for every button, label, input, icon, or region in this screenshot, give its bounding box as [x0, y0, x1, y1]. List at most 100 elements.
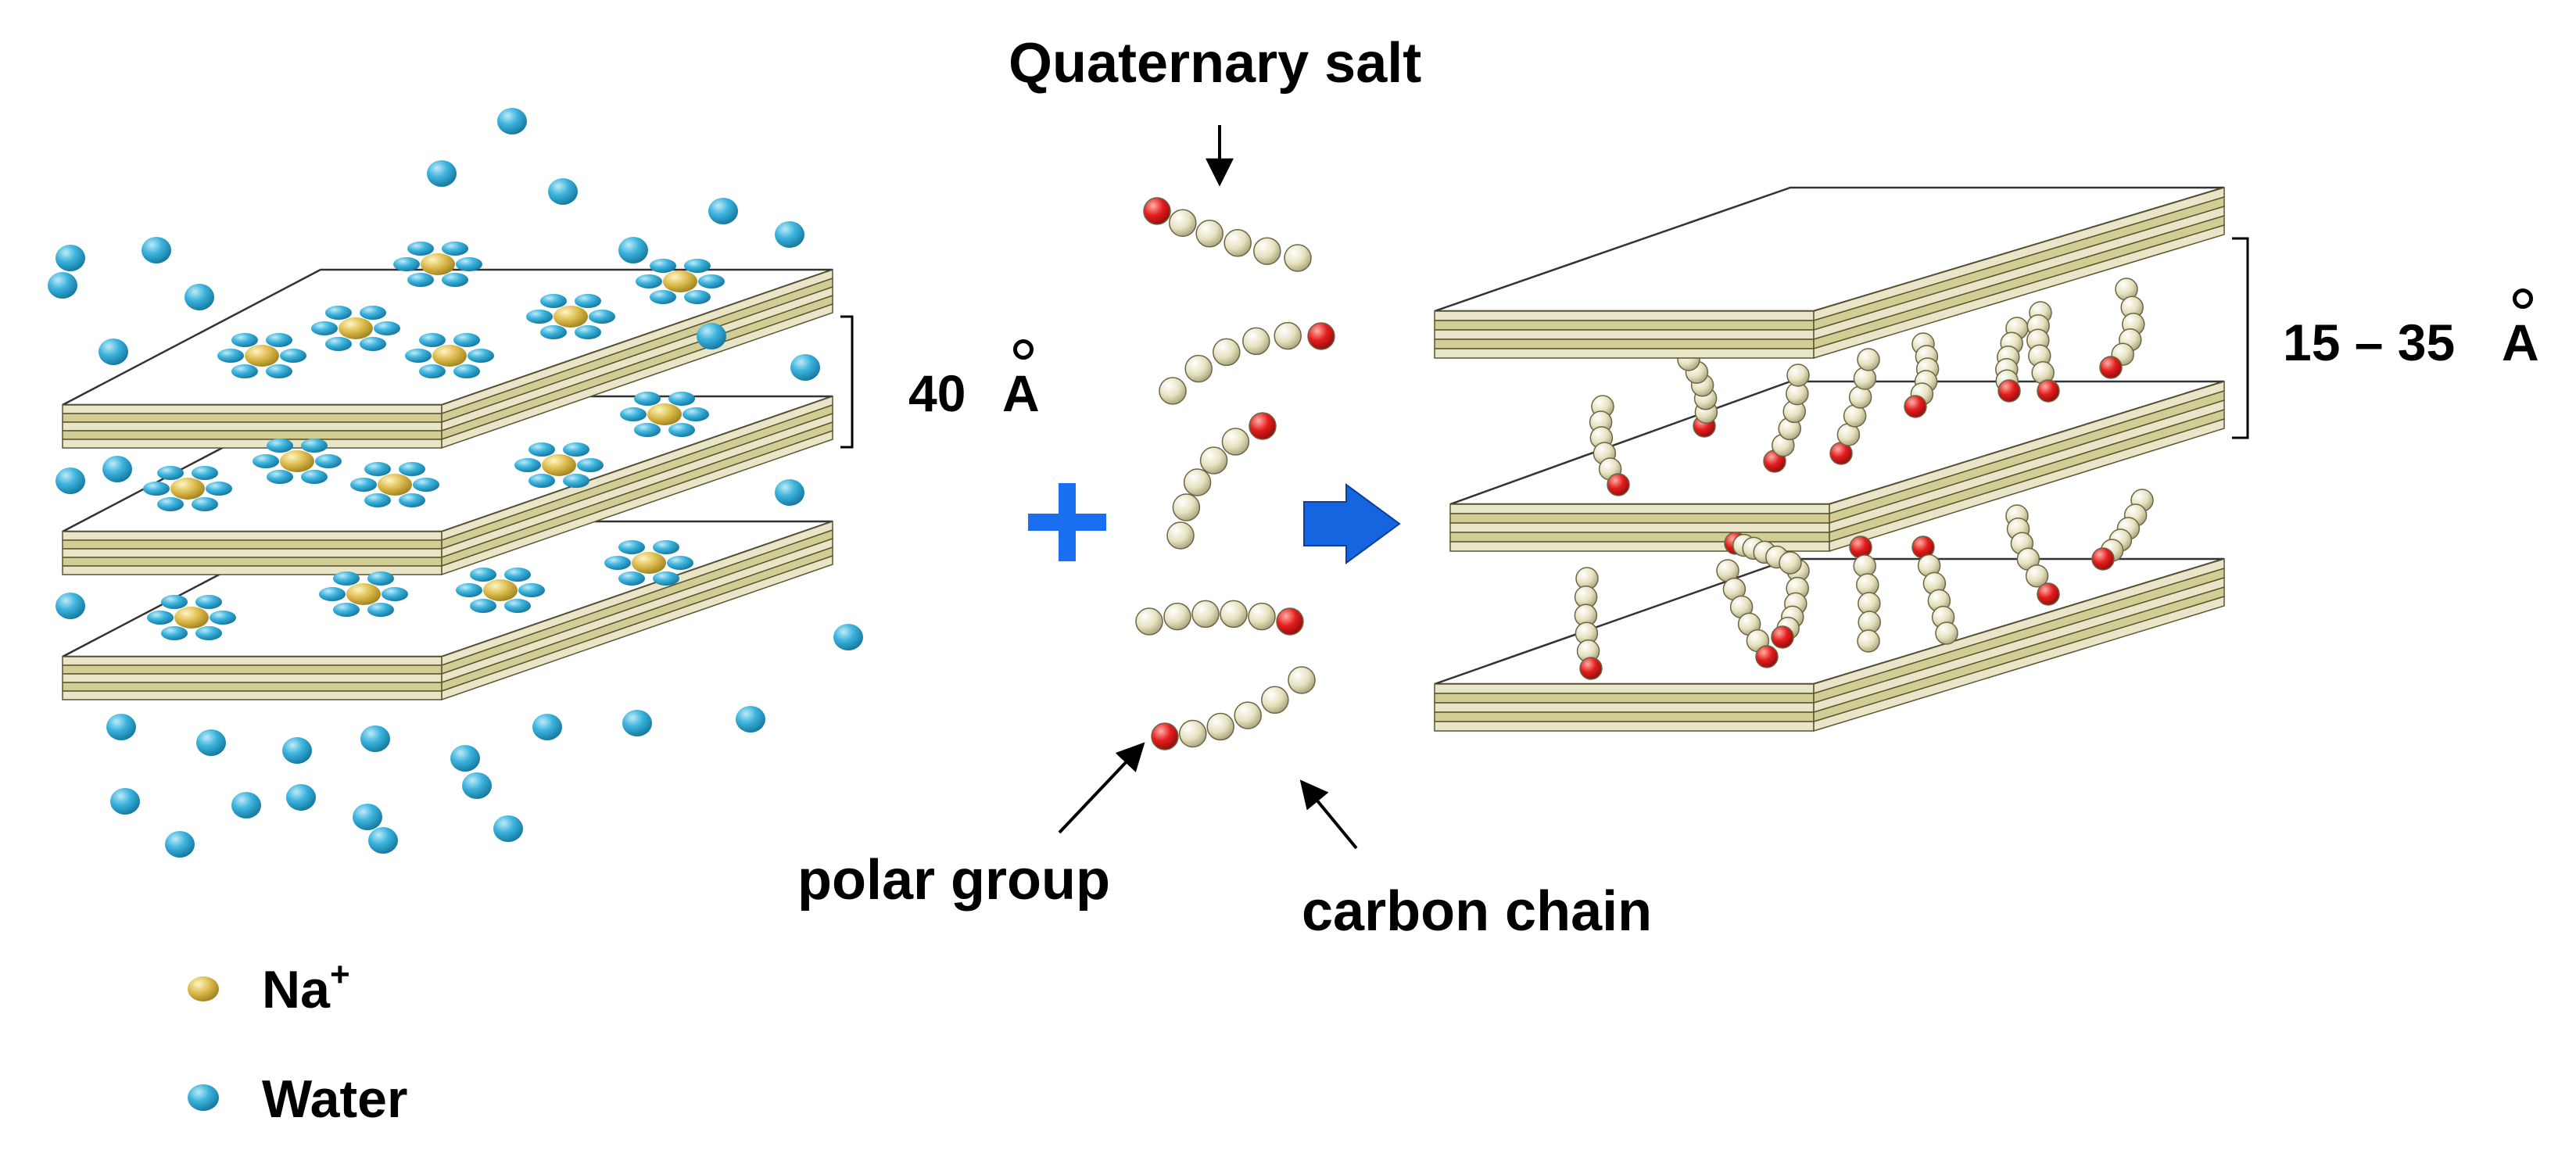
chain-bead: [1857, 348, 1880, 371]
water-molecule: [470, 568, 496, 582]
sodium-ion: [542, 454, 576, 476]
sodium-ion: [663, 270, 697, 292]
organic-chain-lower-4: [1849, 536, 1881, 653]
water-molecule: [589, 310, 615, 324]
chain-bead: [1163, 602, 1191, 631]
water-molecule: [504, 568, 531, 582]
organic-chain-upper-8: [2026, 301, 2060, 403]
polar-head: [1151, 722, 1179, 750]
water-molecule: [231, 364, 258, 378]
water-molecule: [698, 274, 725, 288]
water-molecule: [736, 706, 765, 733]
water-molecule: [413, 478, 439, 492]
water-molecule: [526, 310, 553, 324]
water-molecule: [280, 349, 306, 363]
organic-chain-lower-5: [1911, 536, 1958, 645]
water-molecule: [110, 788, 140, 815]
water-molecule: [634, 392, 661, 406]
right-clay-layer-3-front-stripe: [1434, 693, 1815, 704]
water-molecule: [540, 325, 567, 339]
chain-bead: [1261, 686, 1289, 715]
water-molecule: [267, 439, 293, 453]
water-molecule: [364, 462, 391, 476]
water-molecule: [407, 242, 434, 256]
water-molecule: [333, 571, 360, 586]
water-molecule: [684, 259, 711, 273]
right-spacing-value: 15 – 35: [2283, 313, 2456, 371]
water-molecule: [353, 804, 382, 830]
water-molecule: [231, 792, 261, 818]
salt-molecule-5: [1151, 666, 1316, 750]
organic-chain-upper-3: [1763, 364, 1810, 473]
left-clay-layer-2-front-stripe: [62, 539, 442, 550]
water-molecule: [427, 160, 457, 187]
water-molecule: [563, 474, 589, 488]
water-molecule: [102, 456, 132, 482]
water-molecule: [165, 831, 195, 858]
water-molecule: [286, 784, 316, 811]
sodium-ion: [346, 583, 381, 605]
right-clay-layer-3-front-stripe: [1434, 711, 1815, 722]
polar-head: [2037, 582, 2060, 606]
organic-chain-lower-2: [1716, 559, 1779, 668]
organic-chain-upper-4: [1829, 348, 1880, 465]
water-molecule: [618, 237, 648, 263]
polar-head: [1997, 379, 2021, 403]
water-molecule: [368, 827, 398, 854]
right-spacing-bracket: [2232, 237, 2249, 439]
water-molecule: [442, 273, 468, 287]
water-molecule: [282, 737, 312, 764]
water-molecule: [157, 497, 184, 511]
right-clay-layer-1-front-stripe: [1434, 320, 1815, 331]
left-angstrom-unit: A: [1002, 339, 1040, 419]
polar-head: [2091, 547, 2115, 571]
right-clay-layer-2-front-stripe: [1449, 503, 1830, 514]
chain-bead: [1166, 521, 1195, 550]
water-molecule: [266, 333, 292, 347]
chain-bead: [1786, 364, 1810, 387]
right-organoclay-stack: [1434, 186, 2225, 733]
right-angstrom-unit: A: [2502, 288, 2539, 368]
water-molecule: [319, 587, 346, 601]
water-molecule: [267, 470, 293, 484]
free-quaternary-salts: [1135, 197, 1335, 750]
water-molecule: [325, 306, 352, 320]
chain-bead: [1848, 385, 1872, 409]
right-clay-layer-1-front-stripe: [1434, 339, 1815, 349]
organic-chain-upper-2: [1677, 348, 1718, 438]
chain-bead: [1853, 367, 1877, 390]
water-molecule: [399, 493, 425, 507]
chain-bead: [1135, 607, 1163, 636]
left-clay-layer-1-front-stripe: [62, 404, 442, 414]
water-molecule: [157, 466, 184, 480]
water-molecule: [514, 458, 541, 472]
right-clay-layer-2-side-stripe: [1829, 417, 2225, 553]
chain-bead: [1179, 719, 1207, 748]
chain-bead: [1253, 237, 1281, 265]
sodium-ion: [647, 403, 682, 425]
water-molecule: [142, 237, 171, 263]
water-molecule: [697, 323, 726, 349]
water-molecule: [399, 462, 425, 476]
left-clay-layer-3-front-stripe: [62, 682, 442, 692]
organic-chain-upper-1: [1589, 395, 1630, 496]
water-molecule: [493, 815, 523, 842]
polar-head: [1607, 473, 1630, 496]
water-molecule: [143, 482, 170, 496]
salt-molecule-2: [1159, 321, 1335, 405]
chain-bead: [1221, 428, 1250, 456]
water-molecule: [266, 364, 292, 378]
polar-head: [1249, 412, 1277, 440]
water-molecule: [333, 603, 360, 617]
water-molecule: [468, 349, 494, 363]
left-clay-layer-3-front-stripe: [62, 673, 442, 683]
left-clay-layer-3-side-stripe: [441, 554, 833, 701]
water-molecule: [453, 364, 480, 378]
water-molecule: [206, 482, 232, 496]
right-clay-layer-2-front-stripe: [1449, 513, 1830, 524]
water-molecule: [636, 274, 662, 288]
water-molecule: [419, 364, 446, 378]
water-molecule: [540, 294, 567, 308]
chain-bead: [1248, 602, 1276, 631]
chain-bead: [1935, 621, 1958, 645]
